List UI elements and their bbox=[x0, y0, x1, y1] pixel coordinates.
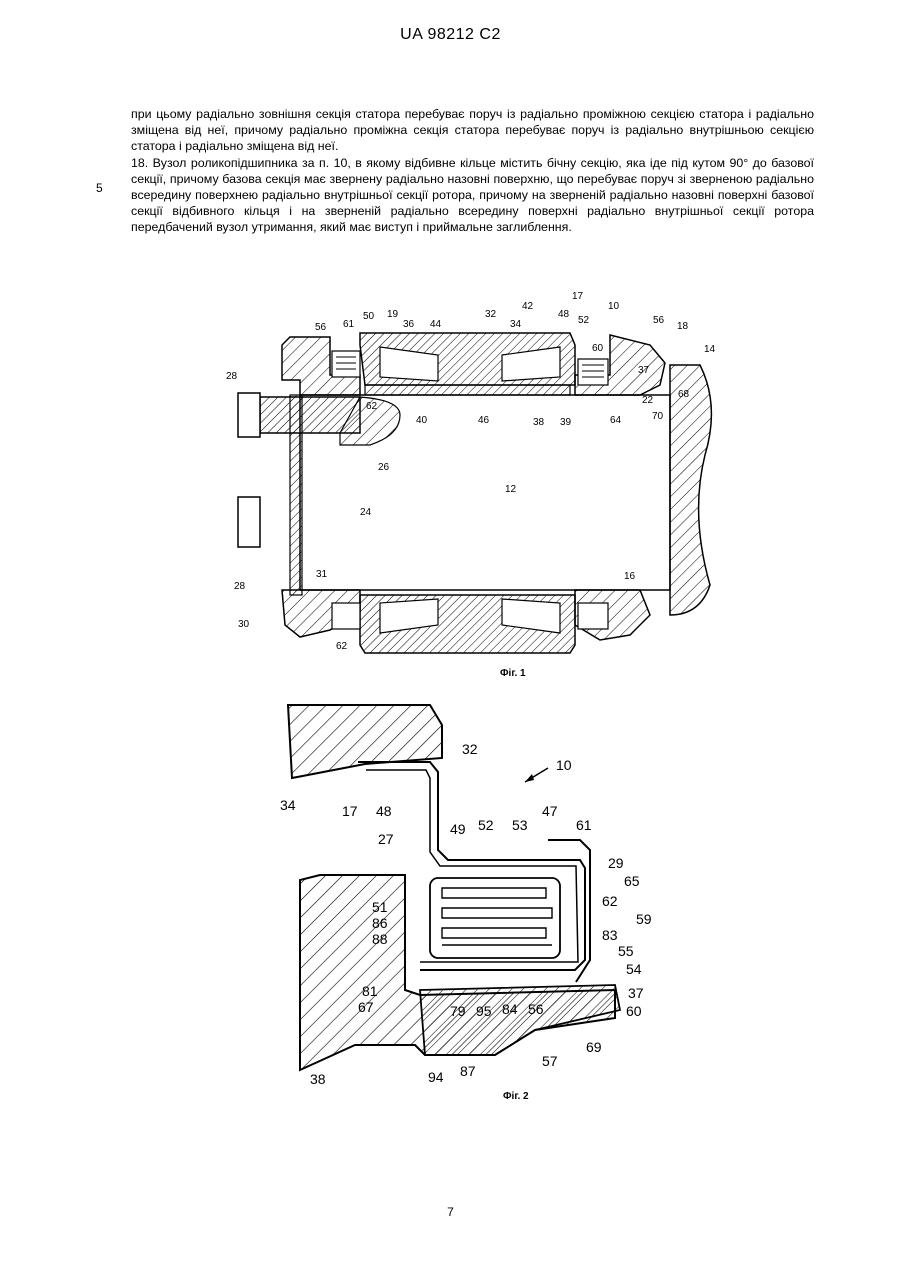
fig2-label-51: 51 bbox=[372, 899, 388, 915]
fig1-label-52: 52 bbox=[578, 315, 590, 326]
fig2-label-48: 48 bbox=[376, 803, 392, 819]
fig2-label-83: 83 bbox=[602, 927, 618, 943]
fig2-label-53: 53 bbox=[512, 817, 528, 833]
fig1-label-22: 22 bbox=[642, 395, 654, 406]
fig2-label-57: 57 bbox=[542, 1053, 558, 1069]
fig2-label-29: 29 bbox=[608, 855, 624, 871]
fig1-label-39: 39 bbox=[560, 417, 572, 428]
fig2-label-60: 60 bbox=[626, 1003, 642, 1019]
fig1-label-19: 19 bbox=[387, 309, 399, 320]
fig2-label-38: 38 bbox=[310, 1071, 326, 1087]
fig2-label-17: 17 bbox=[342, 803, 358, 819]
fig2-label-94: 94 bbox=[428, 1069, 444, 1085]
fig2-label-79: 79 bbox=[450, 1003, 466, 1019]
figure-2: 32 10 34 17 48 27 49 52 53 47 61 29 65 6… bbox=[280, 700, 680, 1090]
fig1-label-50: 50 bbox=[363, 311, 375, 322]
figure-2-drawing: 32 10 34 17 48 27 49 52 53 47 61 29 65 6… bbox=[280, 700, 680, 1090]
fig1-label-24: 24 bbox=[360, 507, 372, 518]
fig1-label-42: 42 bbox=[522, 301, 534, 312]
fig1-label-31: 31 bbox=[316, 569, 328, 580]
fig1-label-28a: 28 bbox=[226, 371, 238, 382]
fig1-label-62b: 62 bbox=[336, 641, 348, 652]
fig1-label-28b: 28 bbox=[234, 581, 246, 592]
fig1-label-56b: 56 bbox=[653, 315, 665, 326]
paragraph-continuation: при цьому радіально зовнішня секція стат… bbox=[131, 106, 814, 155]
fig1-label-37: 37 bbox=[638, 365, 650, 376]
fig2-label-88: 88 bbox=[372, 931, 388, 947]
fig2-label-54: 54 bbox=[626, 961, 642, 977]
fig1-label-64: 64 bbox=[610, 415, 622, 426]
fig1-label-14: 14 bbox=[704, 344, 716, 355]
fig1-label-16: 16 bbox=[624, 571, 636, 582]
fig2-label-56: 56 bbox=[528, 1001, 544, 1017]
fig1-label-46: 46 bbox=[478, 415, 490, 426]
figure-2-caption: Фіг. 2 bbox=[503, 1091, 529, 1102]
fig2-label-52: 52 bbox=[478, 817, 494, 833]
fig2-label-62: 62 bbox=[602, 893, 618, 909]
fig2-label-87: 87 bbox=[460, 1063, 476, 1079]
fig1-label-36: 36 bbox=[403, 319, 415, 330]
fig1-label-40: 40 bbox=[416, 415, 428, 426]
fig1-label-10: 10 bbox=[608, 301, 620, 312]
page-number: 7 bbox=[0, 1205, 901, 1219]
fig2-label-65: 65 bbox=[624, 873, 640, 889]
fig1-label-34: 34 bbox=[510, 319, 522, 330]
figure-1: 56 61 50 19 36 44 32 42 34 17 48 52 10 5… bbox=[220, 285, 730, 665]
fig2-label-61: 61 bbox=[576, 817, 592, 833]
fig2-label-37: 37 bbox=[628, 985, 644, 1001]
figure-1-drawing: 56 61 50 19 36 44 32 42 34 17 48 52 10 5… bbox=[220, 285, 730, 665]
fig1-label-56a: 56 bbox=[315, 322, 327, 333]
fig2-label-95: 95 bbox=[476, 1003, 492, 1019]
fig1-label-30: 30 bbox=[238, 619, 250, 630]
fig1-label-12: 12 bbox=[505, 484, 517, 495]
fig2-label-10: 10 bbox=[556, 757, 572, 773]
fig2-label-49: 49 bbox=[450, 821, 466, 837]
fig1-label-17: 17 bbox=[572, 291, 584, 302]
fig2-label-34: 34 bbox=[280, 797, 296, 813]
fig2-label-55: 55 bbox=[618, 943, 634, 959]
patent-header: UA 98212 C2 bbox=[0, 26, 901, 44]
figure-1-caption: Фіг. 1 bbox=[500, 668, 526, 679]
fig1-label-26: 26 bbox=[378, 462, 390, 473]
fig2-label-81: 81 bbox=[362, 983, 378, 999]
claims-text: при цьому радіально зовнішня секція стат… bbox=[131, 106, 814, 236]
fig1-label-62: 62 bbox=[366, 401, 378, 412]
fig2-label-86: 86 bbox=[372, 915, 388, 931]
fig2-label-67: 67 bbox=[358, 999, 374, 1015]
line-number: 5 bbox=[96, 181, 103, 195]
fig2-label-47: 47 bbox=[542, 803, 558, 819]
fig2-label-59: 59 bbox=[636, 911, 652, 927]
fig1-label-44: 44 bbox=[430, 319, 442, 330]
fig1-label-32: 32 bbox=[485, 309, 497, 320]
paragraph-claim-18: 18. Вузол роликопідшипника за п. 10, в я… bbox=[131, 155, 814, 236]
fig2-label-32: 32 bbox=[462, 741, 478, 757]
fig2-label-69: 69 bbox=[586, 1039, 602, 1055]
fig2-label-84: 84 bbox=[502, 1001, 518, 1017]
fig1-label-38: 38 bbox=[533, 417, 545, 428]
fig1-label-18: 18 bbox=[677, 321, 689, 332]
fig1-label-60: 60 bbox=[592, 343, 604, 354]
fig1-label-70: 70 bbox=[652, 411, 664, 422]
fig2-label-27: 27 bbox=[378, 831, 394, 847]
fig1-label-61: 61 bbox=[343, 319, 355, 330]
fig1-label-68: 68 bbox=[678, 389, 690, 400]
fig1-label-48: 48 bbox=[558, 309, 570, 320]
